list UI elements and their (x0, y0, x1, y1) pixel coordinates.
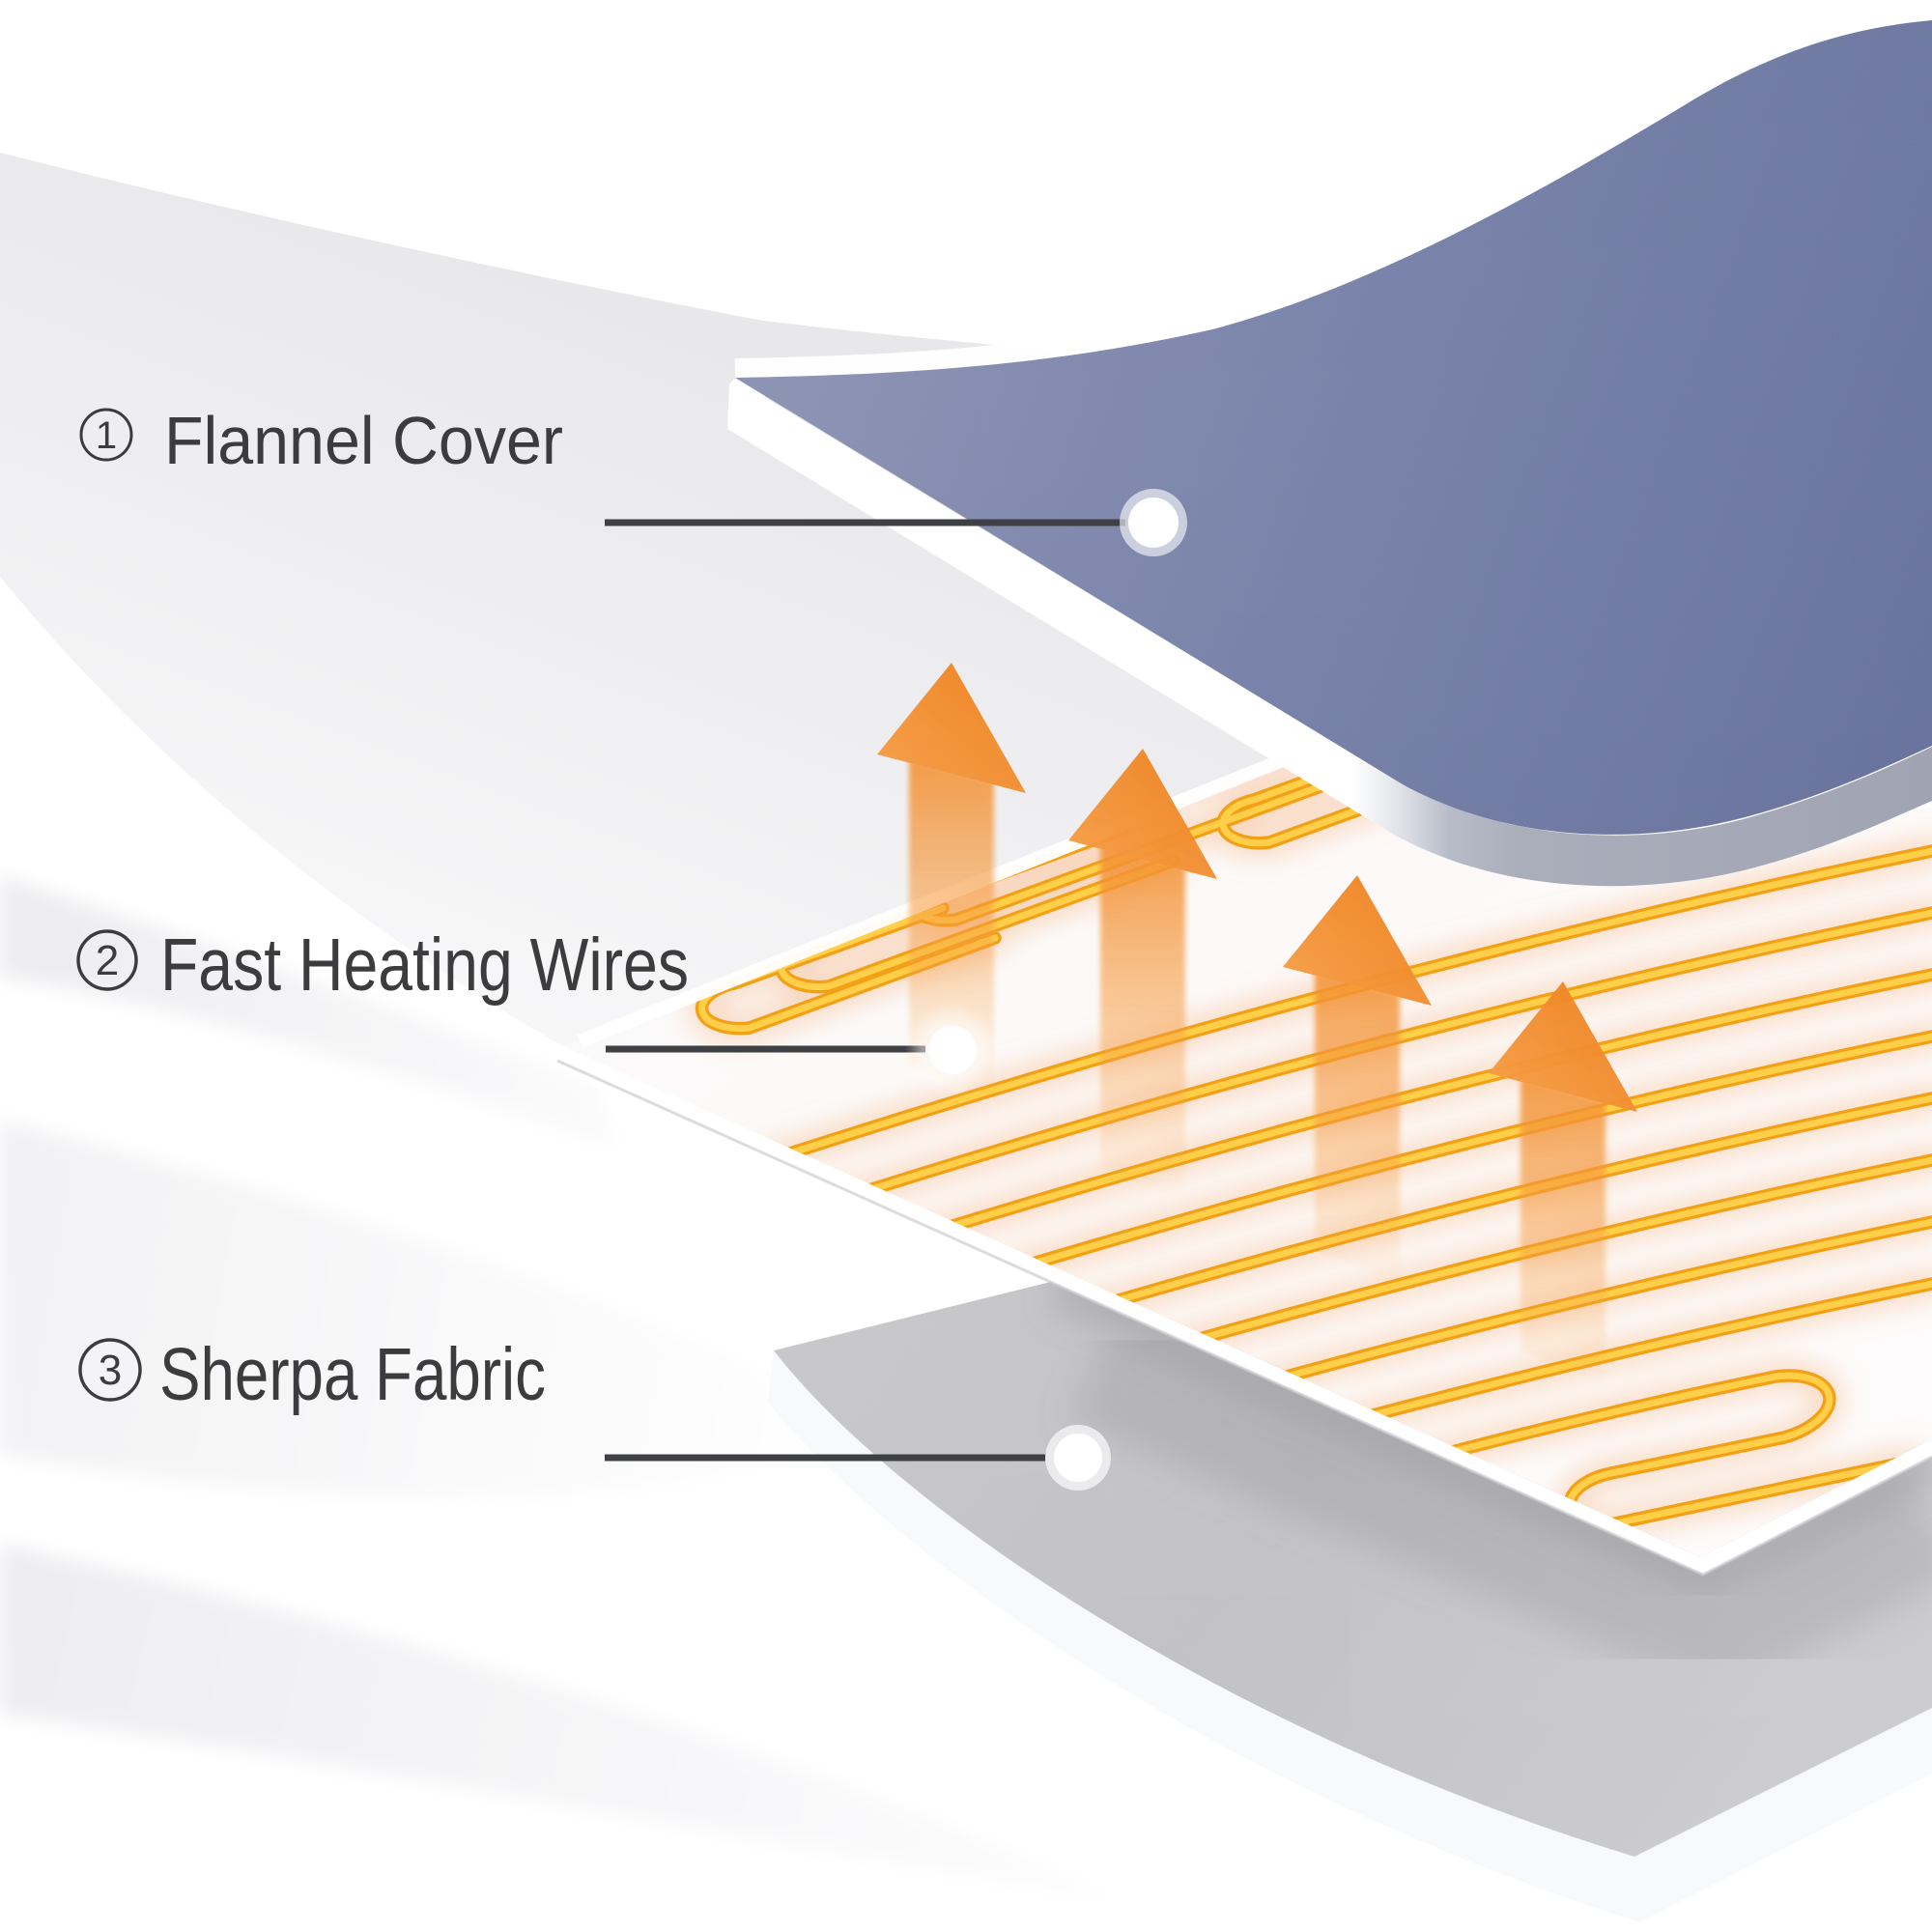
svg-text:1: 1 (96, 414, 117, 457)
svg-text:3: 3 (99, 1347, 122, 1394)
svg-text:Sherpa Fabric: Sherpa Fabric (159, 1333, 546, 1416)
svg-text:2: 2 (96, 937, 119, 984)
svg-text:Fast Heating Wires: Fast Heating Wires (160, 923, 689, 1007)
svg-text:Flannel Cover: Flannel Cover (164, 403, 563, 478)
